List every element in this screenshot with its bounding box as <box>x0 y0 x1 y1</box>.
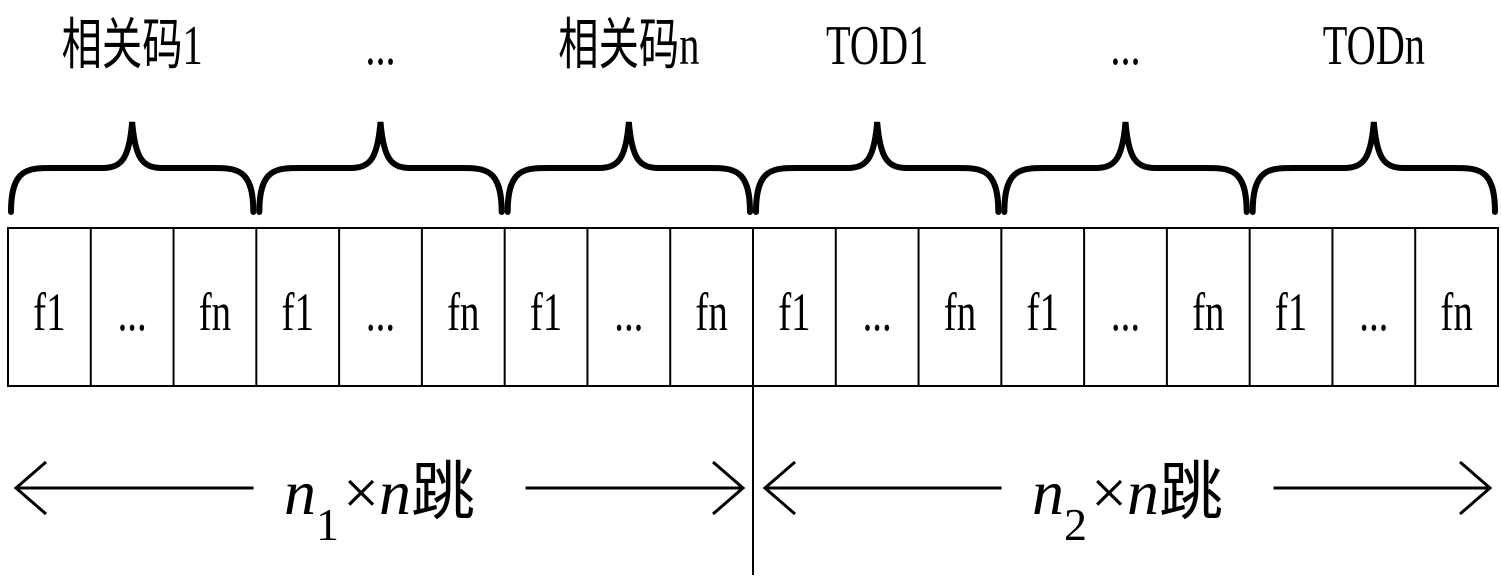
group-label: ... <box>365 15 395 77</box>
hop-cell-label: ... <box>1111 283 1140 343</box>
group-label: TOD1 <box>826 15 928 77</box>
group-label: ... <box>1110 15 1140 77</box>
hop-cell-label: f1 <box>282 283 314 343</box>
group-label: 相关码n <box>558 15 699 77</box>
hop-cell-label: ... <box>366 283 395 343</box>
hop-cells: f1... fn f1... fn f1... fn f1... fn f1... fn f1...… <box>7 227 1499 387</box>
group-brace <box>753 121 1002 215</box>
hop-spans: n1×n跳 n2×n跳 <box>13 386 1493 575</box>
span-label: n1×n跳 <box>284 457 475 550</box>
hop-cell-label: ... <box>863 283 892 343</box>
hop-cell-label: fn <box>944 283 976 343</box>
hop-cell-label: f1 <box>778 283 810 343</box>
hop-cell-label: fn <box>1440 283 1472 343</box>
group-label: 相关码1 <box>62 15 203 77</box>
group-braces <box>8 121 1498 215</box>
hop-cell-label: fn <box>447 283 479 343</box>
hop-cell-label: fn <box>695 283 727 343</box>
hop-cell-label: ... <box>1359 283 1388 343</box>
arrowhead-left-icon <box>13 460 47 516</box>
group-brace <box>1001 121 1250 215</box>
arrowhead-left-icon <box>762 460 796 516</box>
group-brace <box>8 121 257 215</box>
group-brace <box>504 121 753 215</box>
span-label: n2×n跳 <box>1032 457 1223 550</box>
hop-cell-label: fn <box>199 283 231 343</box>
arrowhead-right-icon <box>712 460 746 516</box>
hop-cell-label: ... <box>118 283 147 343</box>
group-brace <box>1249 121 1498 215</box>
group-labels: 相关码1... 相关码n TOD1... TODn <box>62 15 1425 77</box>
hop-cell-label: fn <box>1192 283 1224 343</box>
group-brace <box>256 121 505 215</box>
hop-cell-label: f1 <box>33 283 65 343</box>
hop-cell-label: f1 <box>1027 283 1059 343</box>
group-label: TODn <box>1323 15 1425 77</box>
arrowhead-right-icon <box>1459 460 1493 516</box>
hop-cell-label: ... <box>614 283 643 343</box>
hop-cell-label: f1 <box>1275 283 1307 343</box>
hop-cell-label: f1 <box>530 283 562 343</box>
